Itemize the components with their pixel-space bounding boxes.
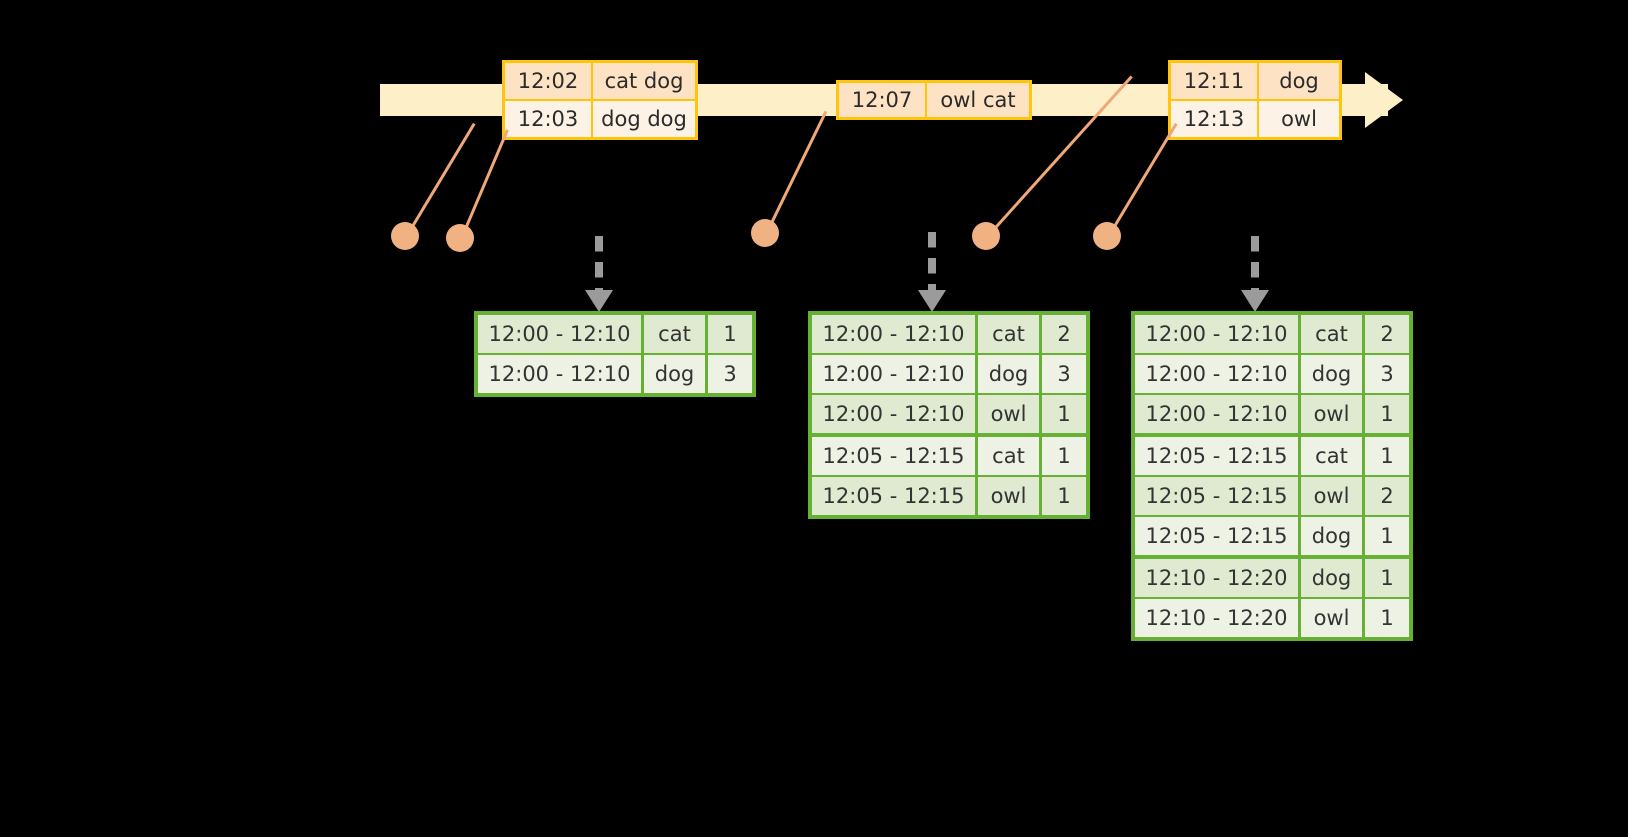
- cell-count: 1: [708, 315, 752, 353]
- cell-word: owl: [978, 395, 1042, 433]
- flow-arrow-1: [585, 236, 613, 312]
- cell-word: owl: [1301, 599, 1365, 637]
- leader-line-1: [405, 122, 476, 238]
- cell-window: 12:00 - 12:10: [478, 315, 644, 353]
- cell-window: 12:00 - 12:10: [1135, 315, 1301, 353]
- cell-count: 2: [1042, 315, 1086, 353]
- flow-arrow-2: [918, 232, 946, 312]
- cell-count: 1: [1042, 395, 1086, 433]
- cell-window: 12:00 - 12:10: [478, 355, 644, 393]
- cell-word: owl: [978, 477, 1042, 515]
- cell-word: dog: [1301, 517, 1365, 555]
- timeline-event-row[interactable]: 12:07 owl cat: [839, 83, 1029, 117]
- event-time: 12:13: [1171, 101, 1259, 137]
- cell-count: 1: [1365, 517, 1409, 555]
- cell-word: dog: [1301, 355, 1365, 393]
- cell-count: 2: [1365, 477, 1409, 515]
- leader-line-5: [1107, 122, 1178, 238]
- event-words: cat dog: [593, 63, 695, 99]
- cell-window: 12:05 - 12:15: [812, 437, 978, 475]
- cell-count: 3: [1365, 355, 1409, 393]
- cell-window: 12:00 - 12:10: [812, 395, 978, 433]
- event-time: 12:11: [1171, 63, 1259, 99]
- event-time: 12:07: [839, 83, 927, 117]
- cell-count: 1: [1365, 437, 1409, 475]
- cell-window: 12:05 - 12:15: [1135, 477, 1301, 515]
- cell-count: 1: [1042, 437, 1086, 475]
- timeline-event-row[interactable]: 12:11 dog: [1171, 63, 1339, 99]
- cell-word: cat: [1301, 437, 1365, 475]
- cell-window: 12:00 - 12:10: [1135, 355, 1301, 393]
- event-words: dog dog: [593, 101, 695, 137]
- cell-word: cat: [978, 437, 1042, 475]
- event-words: owl cat: [927, 83, 1029, 117]
- event-dot-1[interactable]: [391, 222, 419, 250]
- event-dot-3[interactable]: [751, 219, 779, 247]
- cell-window: 12:00 - 12:10: [1135, 395, 1301, 433]
- timeline-arrowhead: [1365, 72, 1403, 128]
- timeline-event-row[interactable]: 12:13 owl: [1171, 99, 1339, 137]
- cell-count: 3: [708, 355, 752, 393]
- event-dot-2[interactable]: [446, 224, 474, 252]
- cell-window: 12:05 - 12:15: [1135, 517, 1301, 555]
- cell-word: dog: [978, 355, 1042, 393]
- timeline-event-row[interactable]: 12:02 cat dog: [505, 63, 695, 99]
- timeline-event-group-1[interactable]: 12:02 cat dog 12:03 dog dog: [502, 60, 698, 140]
- event-time: 12:03: [505, 101, 593, 137]
- cell-window: 12:05 - 12:15: [812, 477, 978, 515]
- cell-word: cat: [978, 315, 1042, 353]
- flow-arrow-3: [1241, 236, 1269, 312]
- cell-window: 12:05 - 12:15: [1135, 437, 1301, 475]
- event-words: dog: [1259, 63, 1339, 99]
- event-dot-5[interactable]: [1093, 222, 1121, 250]
- cell-count: 1: [1365, 395, 1409, 433]
- event-words: owl: [1259, 101, 1339, 137]
- timeline-event-group-2[interactable]: 12:07 owl cat: [836, 80, 1032, 120]
- cell-count: 1: [1042, 477, 1086, 515]
- cell-window: 12:00 - 12:10: [812, 355, 978, 393]
- cell-word: dog: [644, 355, 708, 393]
- cell-word: cat: [1301, 315, 1365, 353]
- cell-count: 1: [1365, 559, 1409, 597]
- leader-line-2: [460, 129, 509, 240]
- cell-word: dog: [1301, 559, 1365, 597]
- cell-word: owl: [1301, 395, 1365, 433]
- event-time: 12:02: [505, 63, 593, 99]
- timeline-event-row[interactable]: 12:03 dog dog: [505, 99, 695, 137]
- cell-count: 3: [1042, 355, 1086, 393]
- cell-word: cat: [644, 315, 708, 353]
- cell-window: 12:00 - 12:10: [812, 315, 978, 353]
- timeline-event-group-3[interactable]: 12:11 dog 12:13 owl: [1168, 60, 1342, 140]
- event-dot-4[interactable]: [972, 222, 1000, 250]
- cell-count: 1: [1365, 599, 1409, 637]
- cell-window: 12:10 - 12:20: [1135, 599, 1301, 637]
- cell-word: owl: [1301, 477, 1365, 515]
- cell-window: 12:10 - 12:20: [1135, 559, 1301, 597]
- cell-count: 2: [1365, 315, 1409, 353]
- leader-line-3: [765, 110, 828, 235]
